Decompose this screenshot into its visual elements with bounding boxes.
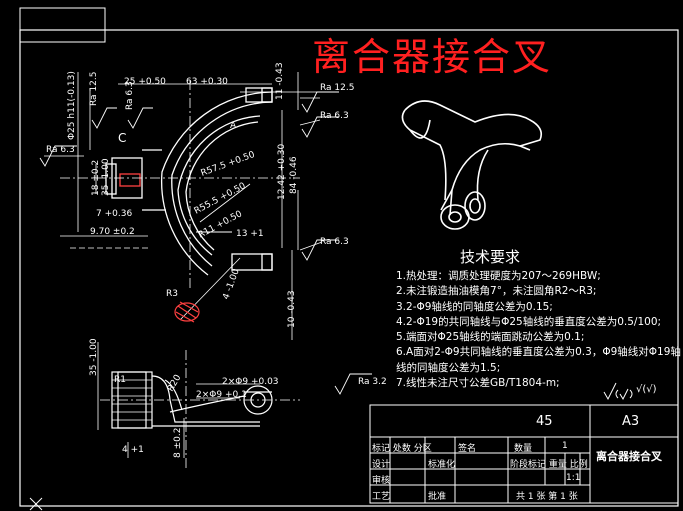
border-frame: [19, 29, 679, 507]
tech-req-item: 5.端面对Φ25轴线的端面跳动公差为0.1;: [396, 331, 585, 344]
tb-review: 审核: [372, 476, 391, 486]
tech-req-item: 7.线性未注尺寸公差GB/T1804-m;: [396, 377, 560, 390]
tb-standardization: 标准化: [428, 460, 456, 470]
tech-req-item: 4.2-Φ19的共同轴线与Φ25轴线的垂直度公差为0.5/100;: [396, 315, 662, 328]
bottom-dim-lines: [97, 342, 300, 470]
tech-req-item: 1.热处理：调质处理硬度为207～269HBW;: [396, 270, 601, 282]
tb-row1b: 签名: [458, 444, 477, 454]
tb-scale: 1:1: [566, 473, 581, 483]
tb-part-name: 离合器接合叉: [596, 450, 662, 463]
tb-quantity-label: 数量: [514, 444, 533, 454]
tech-req-item: 2.未注锻造抽油模角7°，未注圆角R2～R3;: [396, 285, 597, 298]
tb-stage: 阶段标记 重量 比例: [510, 460, 588, 470]
isometric-part: [401, 100, 543, 230]
tb-row1: 标记 处数 分区: [372, 444, 432, 454]
tb-process: 工艺: [372, 492, 391, 502]
drawing-title: 离合器接合叉: [312, 35, 553, 79]
roughness-symbols: [39, 91, 372, 395]
tech-req-item: 3.2-Φ9轴线的同轴度公差为0.15;: [396, 300, 553, 313]
roughness-legend: [603, 382, 633, 401]
tb-sheet-size: A3: [622, 414, 640, 429]
roughness-legend-text: √(√): [636, 384, 657, 395]
dim-lines: [44, 72, 323, 340]
title-block: [369, 404, 679, 504]
tb-quantity: 1: [562, 441, 568, 451]
tech-req-heading: 技术要求: [460, 248, 521, 266]
code-box: [19, 7, 106, 43]
r3-section: [174, 301, 200, 323]
tb-approve: 批准: [428, 492, 447, 502]
tb-material: 45: [536, 414, 553, 429]
tech-req-item: 6.A面对2-Φ9共同轴线的垂直度公差为0.3，Φ9轴线对Φ19轴线的同轴度公差…: [396, 346, 681, 374]
tb-design: 设计: [372, 460, 391, 470]
main-view: [105, 87, 273, 276]
tb-sheets: 共 1 张 第 1 张: [516, 492, 578, 502]
tech-req-list: 1.热处理：调质处理硬度为207～269HBW; 2.未注锻造抽油模角7°，未注…: [396, 269, 681, 391]
